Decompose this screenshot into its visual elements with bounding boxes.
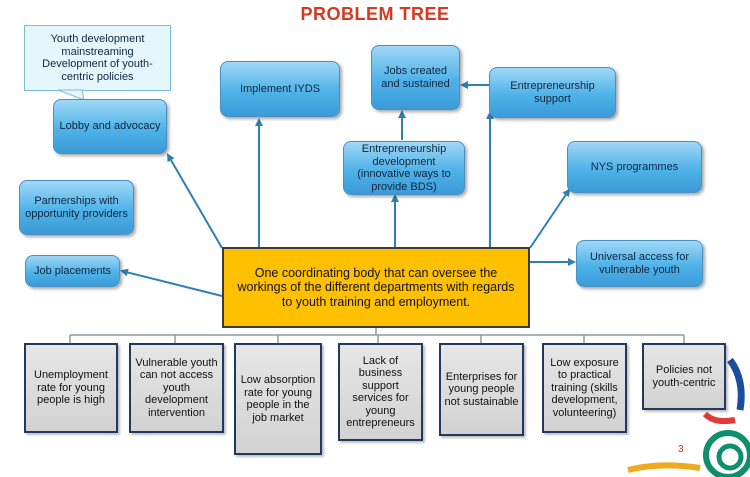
core-coordinating-body: One coordinating body that can oversee t… [222,247,530,328]
lobby-advocacy-box: Lobby and advocacy [53,99,167,154]
problem-vulnerable-youth: Vulnerable youth can not access youth de… [129,343,224,433]
problem-low-absorption: Low absorption rate for young people in … [234,343,322,455]
partnerships-box: Partnerships with opportunity providers [19,180,134,235]
page-title: PROBLEM TREE [300,4,450,24]
entrepreneurship-development-box: Entrepreneurship development (innovative… [343,141,465,195]
problem-enterprises: Enterprises for young people not sustain… [439,343,524,436]
root-connectors [69,328,685,343]
job-placements-box: Job placements [25,255,120,287]
arrow-to-job-placements [120,268,223,297]
universal-access-box: Universal access for vulnerable youth [576,240,703,287]
implement-iyds-box: Implement IYDS [220,61,340,117]
callout-youth-development: Youth development mainstreaming Developm… [24,25,171,91]
decorative-logo [627,357,750,477]
page-number: 3 [678,444,684,455]
entrepreneurship-support-box: Entrepreneurship support [489,67,616,118]
arrow-to-nys [529,188,571,249]
problem-policies: Policies not youth-centric [642,343,726,410]
jobs-created-box: Jobs created and sustained [371,45,460,110]
arrow-to-lobby [166,153,223,249]
problem-practical-training: Low exposure to practical training (skil… [542,343,627,433]
problem-unemployment: Unemployment rate for young people is hi… [24,343,118,433]
problem-business-support: Lack of business support services for yo… [338,343,423,441]
nys-programmes-box: NYS programmes [567,141,702,193]
